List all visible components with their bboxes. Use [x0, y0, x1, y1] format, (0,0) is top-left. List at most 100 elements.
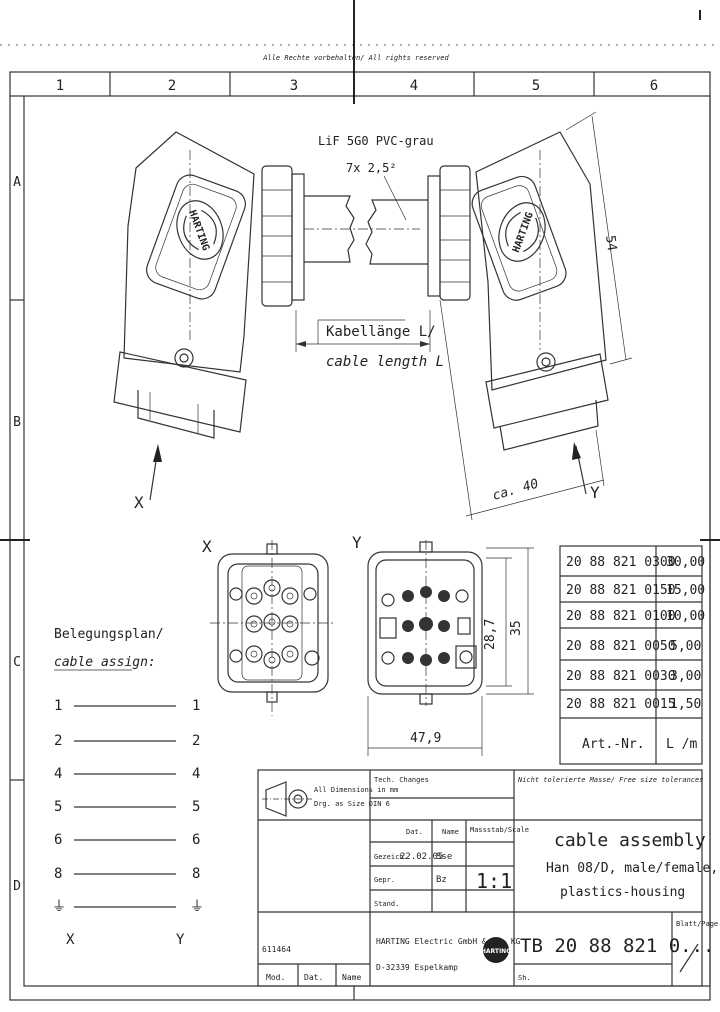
dimension-35: [486, 547, 534, 695]
grid-row-label: C: [13, 655, 21, 670]
copyright-note: Alle Rechte vorbehalten/ All rights rese…: [262, 54, 449, 62]
harting-logo-left: HARTING: [176, 200, 224, 260]
row-checked-label: Gepr.: [374, 876, 395, 884]
variant-length: 30,00: [666, 555, 705, 570]
variant-part-no: 20 88 821 0015: [566, 697, 676, 712]
dimension-54-label: 54: [602, 234, 619, 252]
dimension-ca40: [439, 299, 605, 521]
dimension-ca40-label: ca. 40: [491, 476, 540, 503]
drawing-subtitle-2: plastics-housing: [560, 885, 685, 900]
dimension-54: [565, 111, 633, 365]
pin-left: 5: [54, 799, 62, 815]
cable: [304, 195, 428, 265]
grid-row-label: D: [13, 879, 21, 894]
pin-plan-col-y: Y: [176, 932, 185, 948]
cable-note-leader: [383, 175, 407, 221]
pin-plan-col-x: X: [66, 932, 75, 948]
row-standard-label: Stand.: [374, 900, 399, 908]
grid-column-label: 5: [532, 78, 540, 94]
variant-part-no: 20 88 821 0030: [566, 669, 676, 684]
variant-length: 1,50: [670, 697, 701, 712]
cable-length-label-de: Kabellänge L/: [326, 324, 436, 340]
scale-header: Massstab/Scale: [470, 826, 529, 834]
name-label: Name: [342, 973, 361, 982]
grid-column-label: 1: [56, 78, 64, 94]
left-cable-gland: [261, 165, 305, 307]
dimension-28-7: [486, 557, 512, 687]
view-arrow-y: [572, 442, 587, 495]
pin-right: 5: [192, 799, 200, 815]
brand-text: HARTING: [481, 948, 511, 955]
pin-left: 8: [54, 866, 62, 882]
pin-left: 2: [54, 733, 62, 749]
title-block-grid: HARTING: [257, 769, 703, 987]
grid-row-label: B: [13, 415, 21, 430]
drawing-subtitle: Han 08/D, male/female,: [546, 861, 718, 876]
view-x-title: X: [202, 537, 212, 556]
company-name: HARTING Electric GmbH & Co. KG: [376, 937, 521, 946]
pin-left: 1: [54, 698, 62, 714]
variant-part-no: 20 88 821 0100: [566, 609, 676, 624]
variant-length: 5,00: [670, 639, 701, 654]
pin-right: 8: [192, 866, 200, 882]
cable-spec-cross-section: 7x 2,5²: [346, 161, 397, 175]
view-arrow-y-label: Y: [590, 483, 600, 502]
variant-part-no: 20 88 821 0050: [566, 639, 676, 654]
drawing-size-note: Drg. as Size DIN 6: [314, 800, 390, 808]
drawing-title: cable assembly: [554, 830, 706, 851]
left-hood: [113, 131, 255, 439]
cable-spec-label: LiF 5G0 PVC-grau: [318, 134, 434, 148]
mod-label: Mod.: [266, 973, 285, 982]
tolerance-note: Nicht tolerierte Masse/ Free size tolera…: [517, 776, 703, 784]
view-x-male-insert: [210, 540, 336, 716]
change-number: 611464: [262, 945, 291, 954]
right-hood: [471, 131, 609, 451]
grid-column-label: 2: [168, 78, 176, 94]
view-arrow-x: [149, 444, 162, 501]
grid-column-label: 3: [290, 78, 298, 94]
variant-length: 10,00: [666, 609, 705, 624]
pin-left: 6: [54, 832, 62, 848]
grid-row-label: A: [13, 175, 21, 190]
scale-value: 1:1: [476, 869, 512, 893]
sh-label: Sh.: [518, 974, 531, 982]
sheet-label: Blatt/Page: [676, 920, 718, 928]
drawn-date: 22.02.05: [400, 852, 443, 862]
variant-length: 15,00: [666, 583, 705, 598]
pin-left: ⏚: [52, 899, 66, 915]
variants-table: [559, 545, 703, 765]
dimension-35-label: 35: [509, 620, 524, 636]
variant-part-no: 20 88 821 0150: [566, 583, 676, 598]
drawn-name: Sse: [436, 852, 452, 862]
variant-header-part: Art.-Nr.: [582, 737, 645, 752]
drawing-number: TB 20 88 821 0...: [520, 935, 714, 957]
col-date-header: Dat.: [406, 828, 423, 836]
dimension-47-9: [367, 696, 483, 756]
date-label: Dat.: [304, 973, 323, 982]
view-y-female-insert: [367, 540, 483, 706]
grid-column-label: 4: [410, 78, 418, 94]
dimension-28-7-label: 28,7: [483, 619, 498, 650]
pin-plan-title: Belegungsplan/: [54, 627, 164, 642]
pin-plan-subtitle: cable assign:: [54, 655, 156, 670]
cable-length-dimension: [295, 310, 431, 352]
variant-part-no: 20 88 821 0300: [566, 555, 676, 570]
right-cable-gland: [427, 165, 471, 301]
view-arrow-x-label: X: [134, 493, 144, 512]
tech-changes-label: Tech. Changes: [374, 776, 429, 784]
cable-length-label-en: cable length L: [326, 354, 444, 370]
view-y-title: Y: [352, 533, 362, 552]
row-drawn-label: Gezeich.: [374, 853, 408, 861]
variant-header-length: L /m: [666, 737, 697, 752]
brand-text: HARTING: [511, 211, 536, 254]
dimensions-note: All Dimensions in mm: [314, 786, 398, 794]
pin-right: ⏚: [190, 899, 204, 915]
variant-length: 3,00: [670, 669, 701, 684]
pin-right: 2: [192, 733, 200, 749]
pin-right: 6: [192, 832, 200, 848]
grid-column-label: 6: [650, 78, 658, 94]
col-name-header: Name: [442, 828, 459, 836]
pin-right: 4: [192, 766, 200, 782]
pin-right: 1: [192, 698, 200, 714]
